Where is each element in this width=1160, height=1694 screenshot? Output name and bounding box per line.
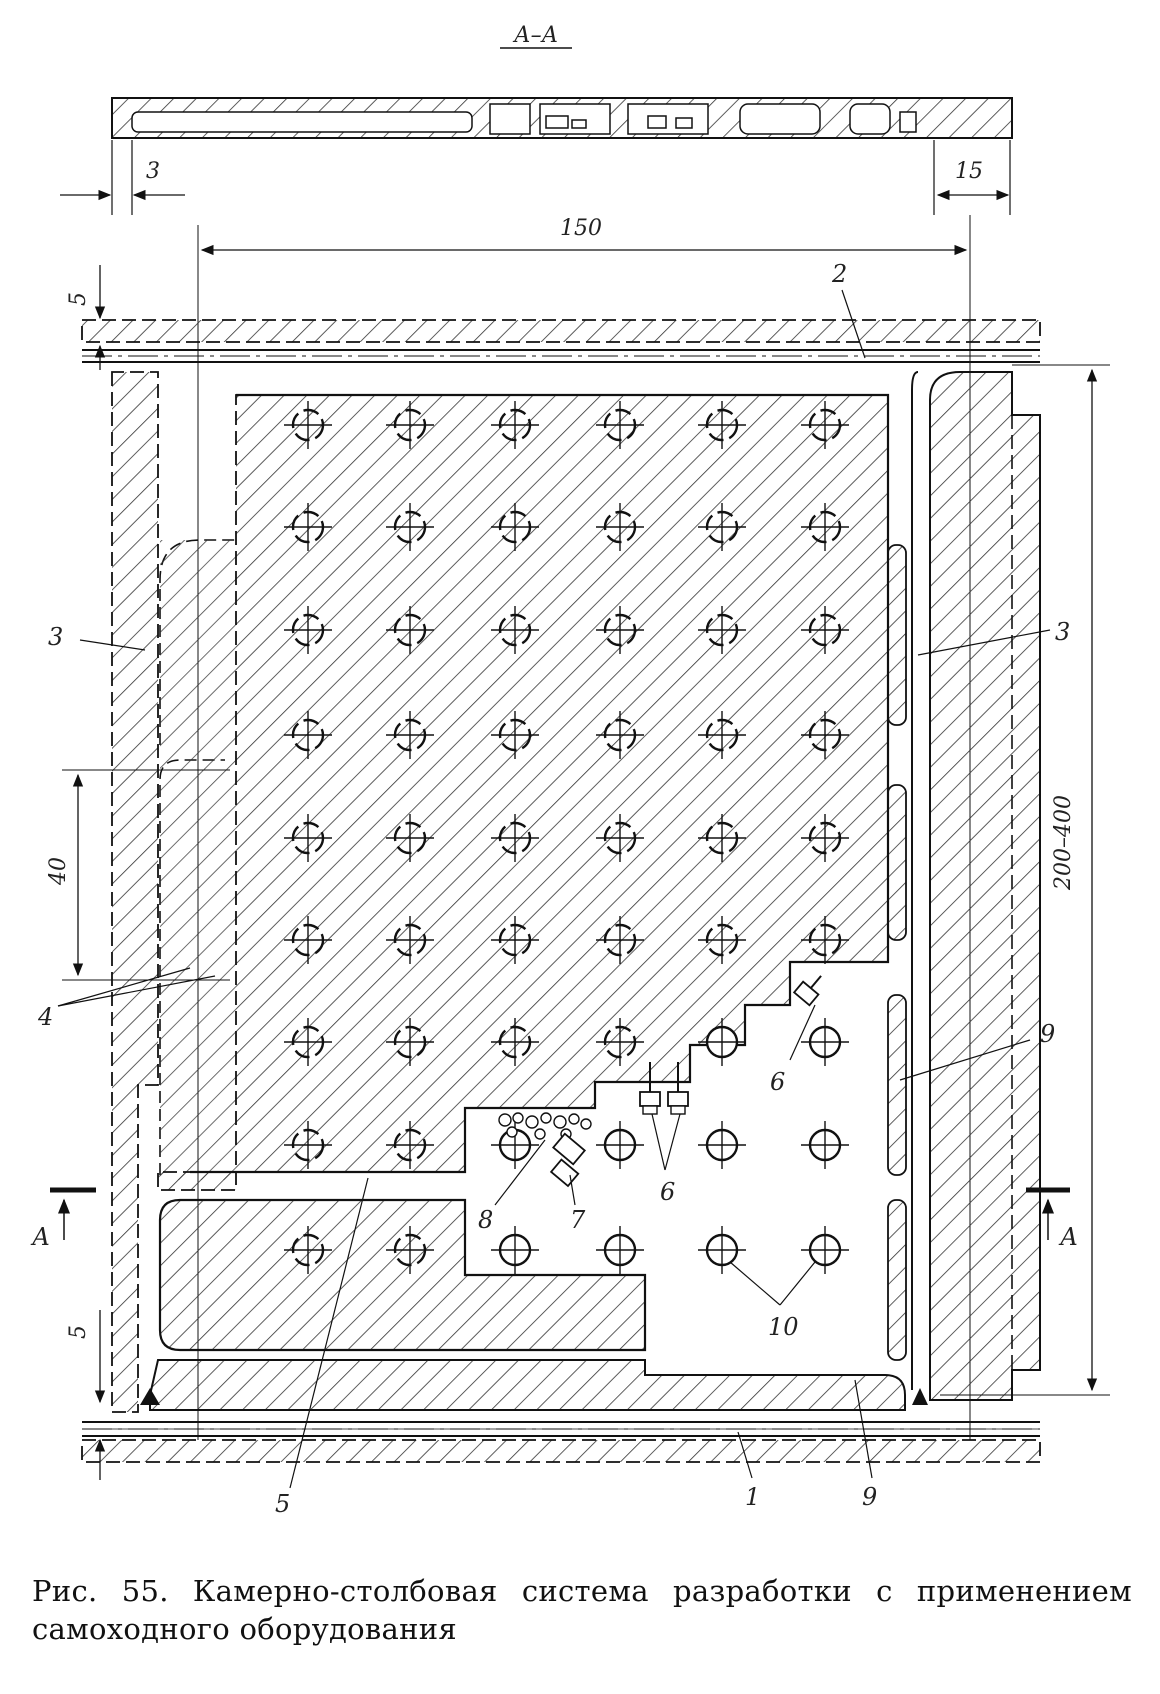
pillar-mark	[801, 711, 849, 759]
pillar-mark	[491, 916, 539, 964]
pillar-mark	[491, 711, 539, 759]
dim-150: 150	[560, 216, 602, 241]
pillar-mark	[284, 814, 332, 862]
pillar-mark	[284, 606, 332, 654]
mining-system-diagram: А–А 3 15 150	[30, 23, 1110, 1518]
pillar-mark	[596, 401, 644, 449]
pillar-mark	[491, 401, 539, 449]
pillar-mark	[801, 401, 849, 449]
pillar-mark	[801, 606, 849, 654]
pillar-mark	[491, 1018, 539, 1066]
pillar-mark	[386, 711, 434, 759]
drill-rigs	[639, 975, 822, 1115]
pillar-mark	[801, 1018, 849, 1066]
pillar-marks-mined-out	[284, 401, 849, 1274]
pillar-mark	[801, 1226, 849, 1274]
pillar-mark	[698, 503, 746, 551]
callout-4: 4	[37, 1003, 53, 1031]
broken-ore-pile	[498, 1112, 592, 1140]
pillar-mark	[491, 606, 539, 654]
callout-6-upper: 6	[770, 1068, 785, 1096]
section-label: А–А	[512, 23, 558, 48]
dim-3: 3	[146, 159, 160, 184]
pillar-mark	[284, 401, 332, 449]
right-dimension: 200–400	[940, 364, 1110, 1396]
dim-200-400: 200–400	[1051, 795, 1076, 891]
callout-2: 2	[831, 260, 847, 288]
callout-8: 8	[478, 1206, 493, 1234]
callout-5: 5	[275, 1490, 290, 1518]
pillar-mark	[698, 711, 746, 759]
pillar-mark	[596, 814, 644, 862]
section-mark-left: А	[30, 1223, 50, 1251]
pillar-mark	[596, 1018, 644, 1066]
callout-3-left: 3	[48, 623, 63, 651]
pillar-mark	[801, 916, 849, 964]
pillar-mark	[801, 503, 849, 551]
pillar-mark	[698, 1121, 746, 1169]
pillar-mark	[596, 606, 644, 654]
section-mark-right: А	[1058, 1223, 1078, 1251]
pillar-mark	[491, 1226, 539, 1274]
pillar-mark	[698, 916, 746, 964]
section-a-a: А–А 3 15	[60, 23, 1013, 215]
callout-3-right: 3	[1055, 618, 1070, 646]
pillar-mark	[698, 606, 746, 654]
pillar-mark	[698, 814, 746, 862]
pillar-mark	[386, 1226, 434, 1274]
figure-caption: Рис. 55. Камерно-столбовая система разра…	[32, 1574, 1132, 1646]
callout-10: 10	[768, 1313, 799, 1341]
pillar-mark	[596, 711, 644, 759]
callout-6-lower: 6	[660, 1178, 675, 1206]
pillar-mark	[491, 503, 539, 551]
callout-9-right: 9	[1040, 1020, 1055, 1048]
pillar-mark	[801, 814, 849, 862]
pillar-mark	[596, 503, 644, 551]
pillar-mark	[386, 401, 434, 449]
dim-15: 15	[955, 159, 983, 184]
pillar-mark	[596, 916, 644, 964]
loader-machine	[549, 1132, 587, 1188]
callout-9-bottom: 9	[862, 1483, 877, 1511]
dim-5-top: 5	[66, 292, 91, 306]
callout-1: 1	[745, 1483, 760, 1511]
pillar-mark	[386, 503, 434, 551]
pillar-mark	[284, 503, 332, 551]
pillar-mark	[801, 1121, 849, 1169]
pillar-mark	[596, 1226, 644, 1274]
pillar-marks-remaining	[491, 1018, 849, 1274]
pillar-mark	[284, 711, 332, 759]
pillar-mark	[698, 401, 746, 449]
pillar-mark	[284, 1121, 332, 1169]
section-marks: А А	[30, 1187, 1078, 1251]
pillar-mark	[386, 916, 434, 964]
pillar-mark	[284, 1018, 332, 1066]
callouts: 2 3 3 4 5 6 6 7 8 9 9 10 1	[37, 260, 1070, 1518]
pillar-mark	[386, 1121, 434, 1169]
pillar-mark	[284, 1226, 332, 1274]
pillar-mark	[491, 814, 539, 862]
dim-40: 40	[46, 857, 71, 886]
pillar-mark	[698, 1018, 746, 1066]
pillar-mark	[386, 606, 434, 654]
dim-5-bottom: 5	[66, 1325, 91, 1339]
callout-7: 7	[570, 1206, 586, 1234]
left-dimensions: 5 5 40	[46, 265, 230, 1480]
pillar-mark	[386, 814, 434, 862]
pillar-mark	[386, 1018, 434, 1066]
plan-view	[81, 319, 1041, 1463]
pillar-mark	[698, 1226, 746, 1274]
pillar-mark	[284, 916, 332, 964]
pillar-mark	[596, 1121, 644, 1169]
